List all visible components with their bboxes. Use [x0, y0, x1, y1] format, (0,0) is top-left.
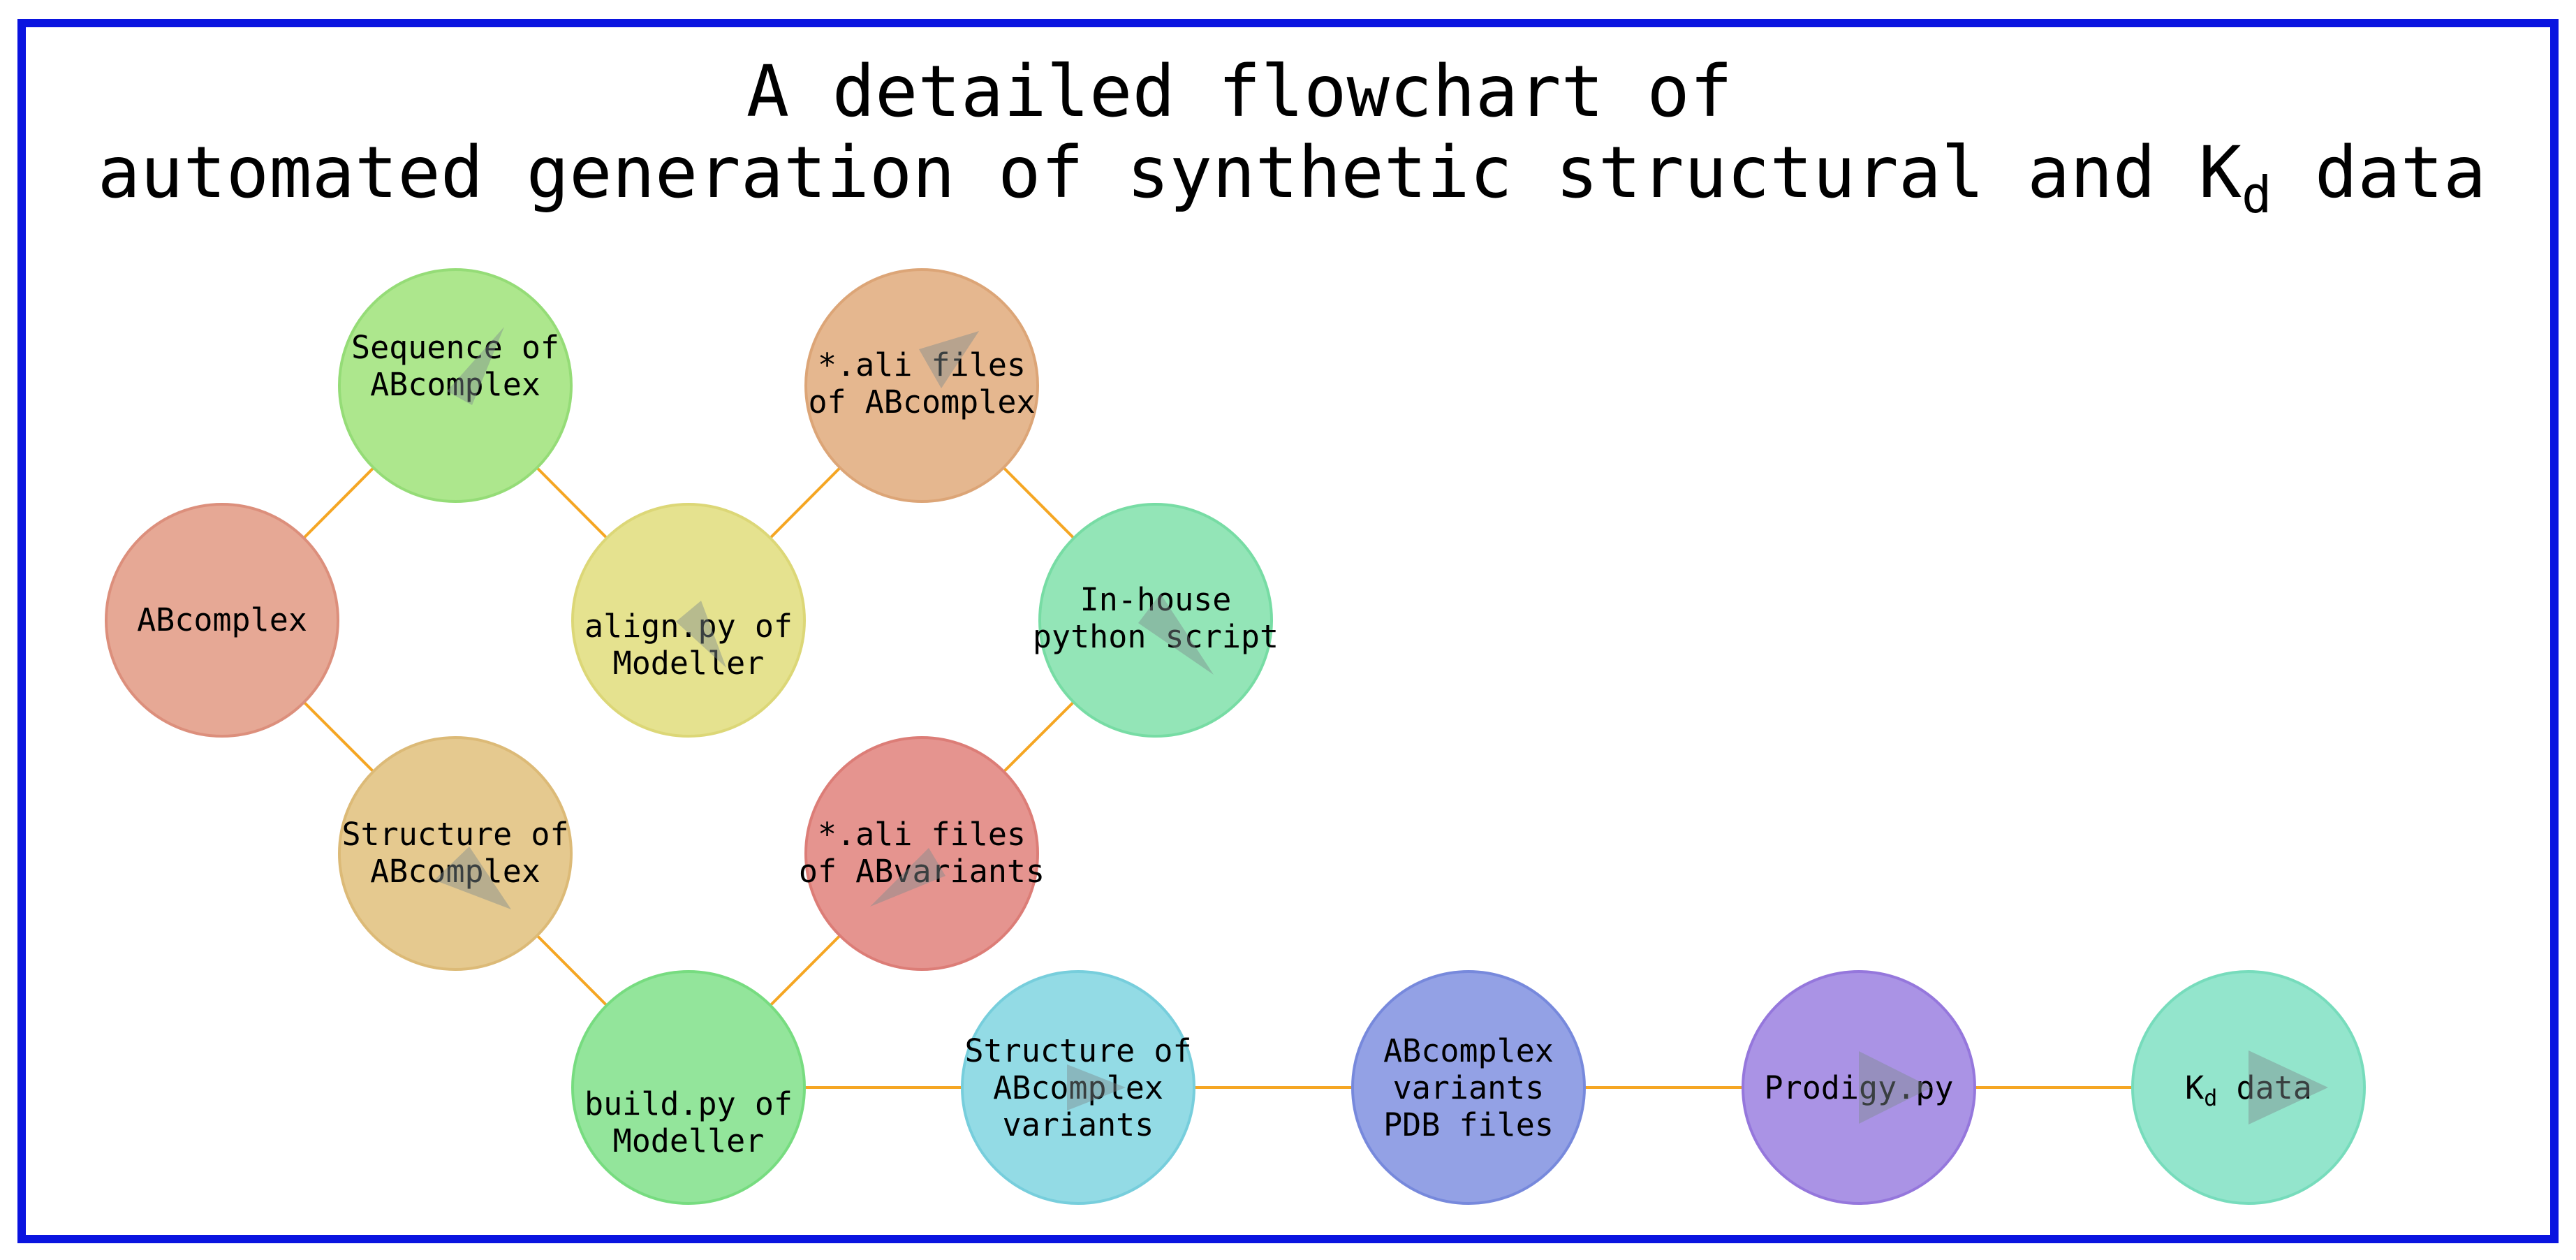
title-line-2: automated generation of synthetic struct…	[98, 131, 2487, 224]
node-ali-variants-label-2: of ABvariants	[799, 853, 1045, 890]
node-pdb-files-label-2: variants	[1393, 1069, 1545, 1106]
node-inhouse-label-1: In-house	[1080, 581, 1232, 618]
node-sequence-label-1: Sequence of	[351, 329, 559, 366]
node-struct-variants-label-1: Structure of	[964, 1032, 1191, 1069]
node-prodigy-label: Prodigy.py	[1765, 1069, 1954, 1106]
node-abcomplex[interactable]: ABcomplex	[105, 503, 339, 738]
node-ali-variants[interactable]: *.ali files of ABvariants	[799, 736, 1045, 971]
arrowhead-prodigy	[1859, 1051, 1931, 1124]
node-sequence[interactable]: Sequence of ABcomplex	[338, 268, 573, 503]
node-ali-variants-label-1: *.ali files	[818, 816, 1026, 853]
arrowhead-inhouse	[1138, 594, 1214, 675]
node-sequence-label-2: ABcomplex	[370, 366, 540, 403]
node-align[interactable]: align.py of Modeller	[571, 503, 806, 738]
node-build-label-2: Modeller	[613, 1122, 765, 1159]
diagram-frame	[17, 19, 2559, 1243]
node-ali-complex-label-2: of ABcomplex	[808, 383, 1035, 420]
arrowheads	[434, 327, 2328, 1125]
node-inhouse-label-2: python script	[1033, 618, 1279, 655]
node-inhouse[interactable]: In-house python script	[1033, 503, 1279, 738]
node-ali-complex-label-1: *.ali files	[818, 346, 1026, 383]
node-struct-variants[interactable]: Structure of ABcomplex variants	[961, 970, 1195, 1205]
node-pdb-files[interactable]: ABcomplex variants PDB files	[1351, 970, 1586, 1205]
node-kd-label: Kd data	[2185, 1069, 2312, 1111]
node-struct-variants-label-2: ABcomplex	[993, 1069, 1163, 1106]
node-build[interactable]: build.py of Modeller	[571, 970, 806, 1205]
arrowhead-structure	[434, 847, 511, 909]
arrowhead-ali-complex	[919, 331, 979, 388]
arrowhead-ali-variants	[870, 848, 945, 907]
node-align-label-2: Modeller	[613, 645, 765, 682]
node-pdb-files-label-3: PDB files	[1383, 1106, 1554, 1143]
arrowhead-sequence	[447, 327, 504, 405]
node-structure[interactable]: Structure of ABcomplex	[338, 736, 573, 971]
arrowhead-kd	[2249, 1050, 2328, 1125]
node-abcomplex-label: ABcomplex	[137, 601, 307, 638]
node-struct-variants-label-3: variants	[1003, 1106, 1154, 1143]
arrowhead-struct-variants	[1067, 1064, 1126, 1111]
node-structure-label-1: Structure of	[341, 816, 568, 853]
node-align-label-1: align.py of	[584, 608, 793, 645]
node-prodigy[interactable]: Prodigy.py	[1742, 970, 1976, 1205]
node-pdb-files-label-1: ABcomplex	[1383, 1032, 1554, 1069]
nodes: ABcomplex Sequence of ABcomplex Structur…	[105, 268, 2366, 1205]
node-build-label-1: build.py of	[584, 1085, 793, 1122]
title-line-1: A detailed flowchart of	[746, 50, 1732, 133]
edges	[221, 384, 2249, 1089]
node-structure-label-2: ABcomplex	[370, 853, 540, 890]
node-ali-complex[interactable]: *.ali files of ABcomplex	[804, 268, 1039, 503]
node-kd[interactable]: Kd data	[2131, 970, 2366, 1205]
arrowhead-align	[676, 601, 726, 668]
